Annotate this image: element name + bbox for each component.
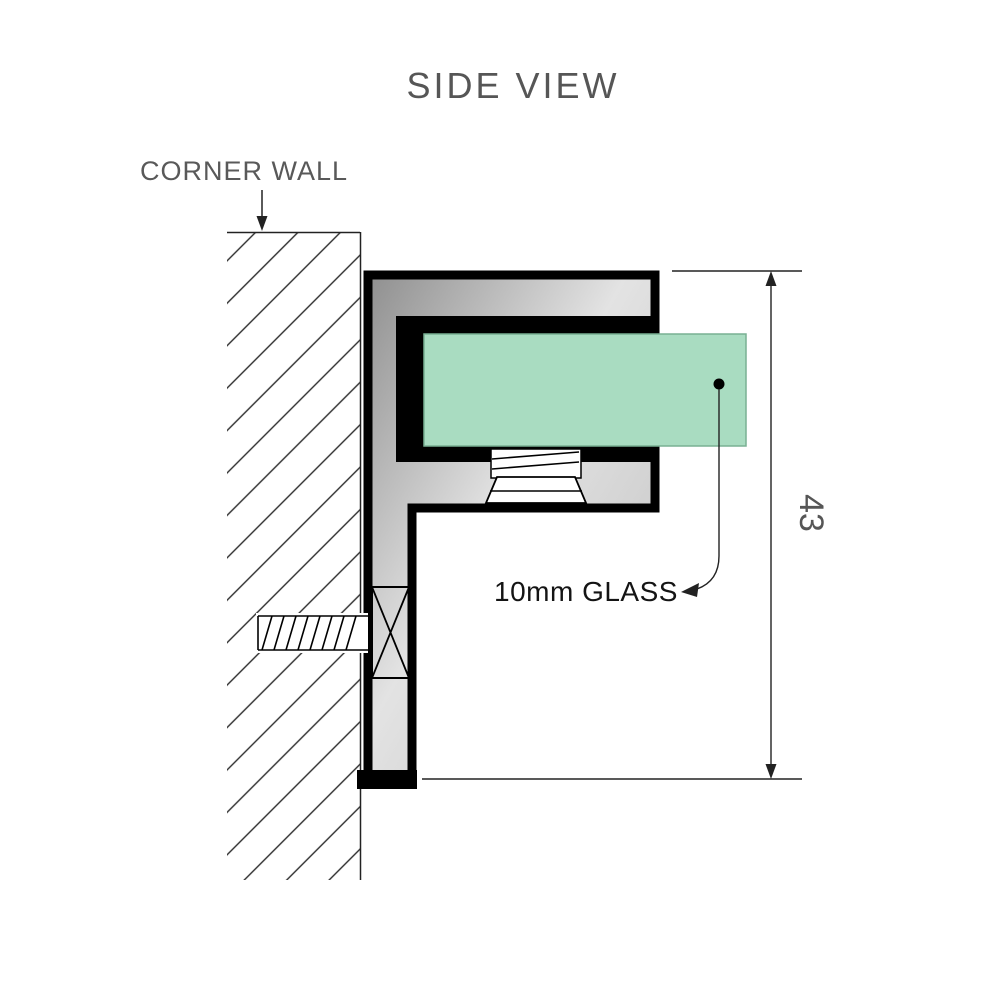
wall-screw-thread: [345, 615, 357, 651]
wall-hatching: [227, 232, 360, 880]
glass-leader: [681, 378, 725, 597]
wall-screw: [256, 586, 410, 679]
glass-panel: [423, 333, 747, 447]
glass-leader-arrowhead-icon: [681, 583, 699, 597]
wall-screw-thread: [309, 615, 321, 651]
corner-wall-arrow: [256, 190, 268, 231]
wall-screw-thread: [321, 615, 333, 651]
bracket-end-cap: [357, 770, 417, 789]
dimension-arrowhead-top-icon: [765, 271, 777, 286]
grub-screw: [484, 448, 588, 504]
corner-wall-arrowhead-icon: [256, 216, 268, 231]
dimension-arrowhead-bottom-icon: [765, 764, 777, 779]
wall-screw-head-cross: [371, 586, 410, 679]
glass-leader-line: [696, 389, 720, 590]
glass-label: 10mm GLASS: [494, 576, 678, 607]
dimension-label: 43: [792, 494, 830, 532]
dimension-43: 43: [422, 270, 830, 780]
glass-leader-dot: [713, 378, 725, 390]
grub-screw-tip: [484, 476, 588, 504]
wall-screw-thread: [261, 615, 273, 651]
wall-screw-thread: [333, 615, 345, 651]
wall-screw-head: [371, 586, 410, 679]
wall-screw-thread: [285, 615, 297, 651]
wall-screw-thread: [273, 615, 285, 651]
corner-wall-label: CORNER WALL: [140, 156, 348, 186]
wall-screw-thread: [297, 615, 309, 651]
grub-screw-thread-line: [491, 451, 580, 460]
grub-screw-thread-line: [491, 461, 580, 470]
page-title: SIDE VIEW: [406, 65, 619, 106]
